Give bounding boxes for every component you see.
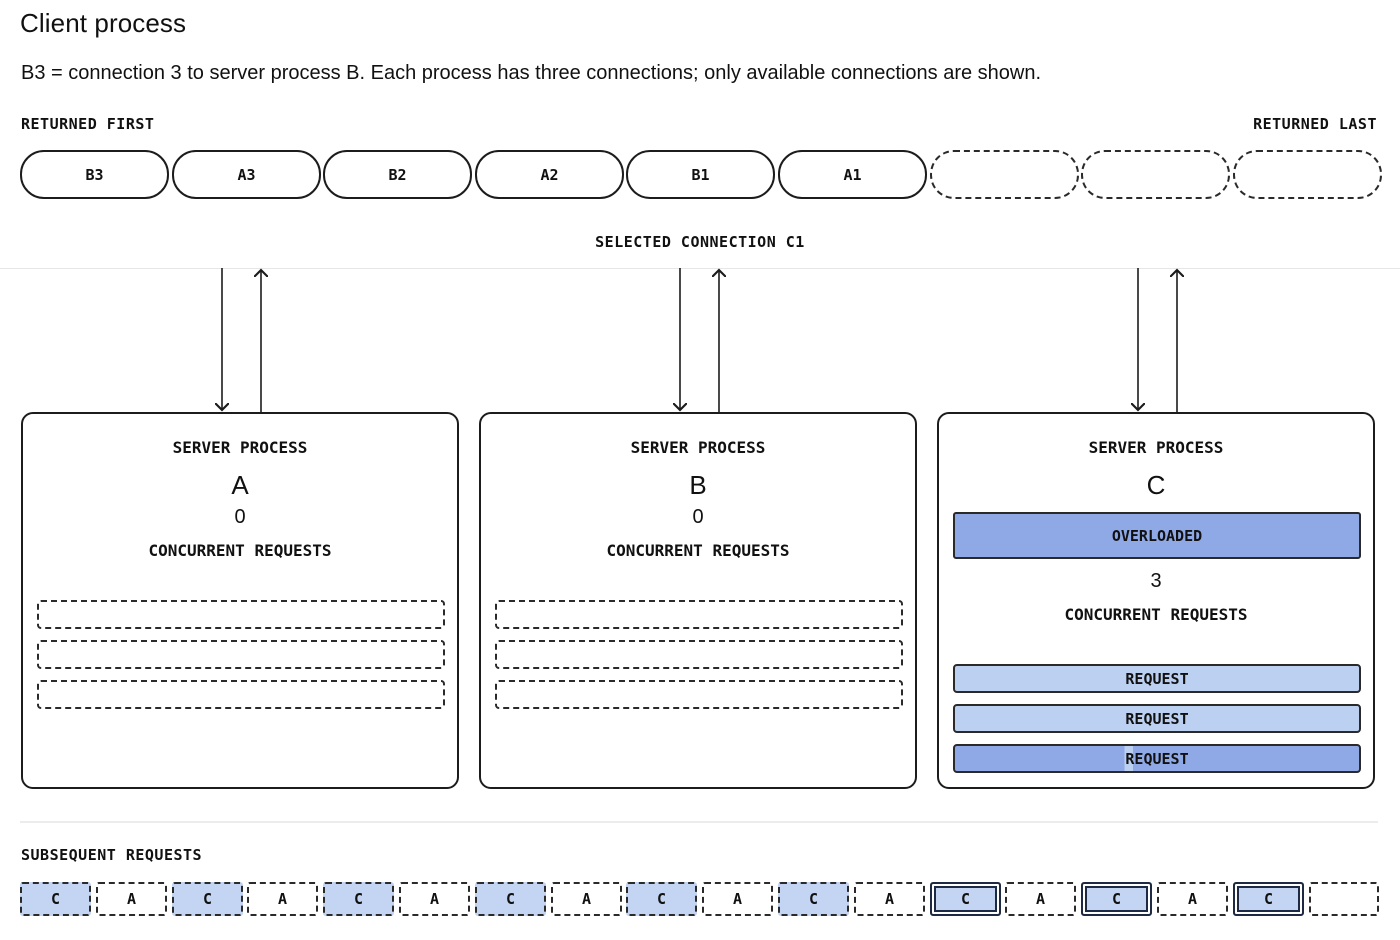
empty-request-slot [495,640,903,669]
subsequent-request-a: A [702,882,773,916]
subsequent-request-a: A [247,882,318,916]
server-letter: B [689,470,707,500]
overloaded-badge: OVERLOADED [953,512,1361,559]
divider [20,821,1378,823]
arrows-server-b [680,268,719,412]
subsequent-request-a: A [1157,882,1228,916]
connection-pill: B2 [323,150,472,199]
arrows-server-a [222,268,261,412]
server-label: SERVER PROCESS [630,438,766,457]
server-process-b: SERVER PROCESS B 0 CONCURRENT REQUESTS [479,412,917,789]
concurrent-requests-label: CONCURRENT REQUESTS [1064,605,1248,624]
subsequent-request-c: C [172,882,243,916]
subsequent-request-c: C [778,882,849,916]
subsequent-request-c: C [930,882,1001,916]
server-letter: A [231,470,249,500]
request-count: 3 [1150,570,1162,592]
request-slot: REQUEST [953,744,1361,773]
subsequent-request-a: A [551,882,622,916]
server-label: SERVER PROCESS [1088,438,1224,457]
subsequent-requests-label: SUBSEQUENT REQUESTS [21,846,203,864]
server-letter: C [1146,470,1166,500]
server-process-a: SERVER PROCESS A 0 CONCURRENT REQUESTS [21,412,459,789]
empty-request-slot [37,640,445,669]
connection-pill: B1 [626,150,775,199]
empty-connection-slot [1081,150,1230,199]
empty-request-slot [37,600,445,629]
empty-request-slot [37,680,445,709]
request-slot: REQUEST [953,704,1361,733]
page-subtitle: B3 = connection 3 to server process B. E… [21,62,1042,84]
subsequent-request-a: A [1005,882,1076,916]
connection-pill: A3 [172,150,321,199]
returned-first-label: RETURNED FIRST [21,115,155,133]
connection-pill: A2 [475,150,624,199]
concurrent-requests-label: CONCURRENT REQUESTS [148,541,332,560]
divider [0,268,1400,269]
subsequent-request-c: C [626,882,697,916]
subsequent-request-a: A [854,882,925,916]
connection-pill: A1 [778,150,927,199]
subsequent-request-c: C [323,882,394,916]
empty-request-slot [1309,882,1379,916]
returned-last-label: RETURNED LAST [1253,115,1377,133]
subsequent-request-c: C [475,882,546,916]
empty-connection-slot [930,150,1079,199]
empty-request-slot [495,600,903,629]
subsequent-request-c: C [1081,882,1152,916]
server-label: SERVER PROCESS [172,438,308,457]
connection-arrows [0,268,1400,412]
empty-connection-slot [1233,150,1382,199]
connection-pill: B3 [20,150,169,199]
arrows-server-c [1138,268,1177,412]
subsequent-request-c: C [1233,882,1304,916]
server-process-c: SERVER PROCESS C OVERLOADED 3 CONCURRENT… [937,412,1375,789]
empty-request-slot [495,680,903,709]
subsequent-request-a: A [96,882,167,916]
concurrent-requests-label: CONCURRENT REQUESTS [606,541,790,560]
selected-connection-label: SELECTED CONNECTION C1 [595,233,805,251]
subsequent-request-c: C [20,882,91,916]
request-count: 0 [692,506,704,528]
page-title: Client process [20,8,187,38]
request-count: 0 [234,506,246,528]
subsequent-request-a: A [399,882,470,916]
request-slot: REQUEST [953,664,1361,693]
